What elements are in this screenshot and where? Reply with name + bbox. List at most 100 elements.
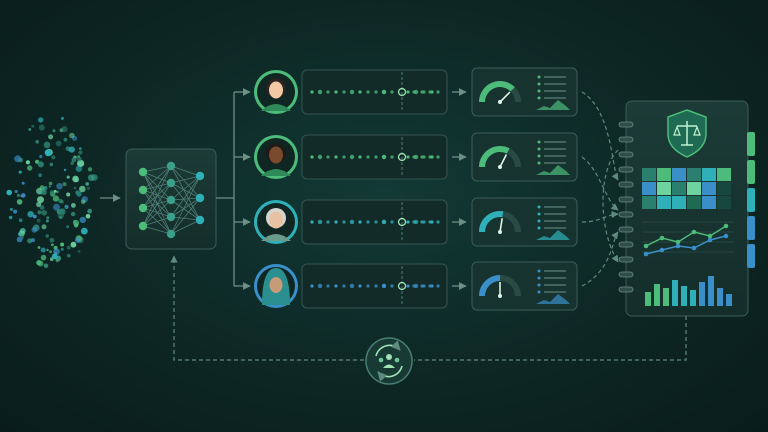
trend-point bbox=[723, 233, 729, 239]
token-dot bbox=[310, 155, 314, 159]
gauge-hub bbox=[498, 230, 502, 234]
nn-node bbox=[138, 221, 148, 231]
data-point bbox=[60, 116, 64, 120]
nn-node bbox=[195, 171, 205, 181]
audit-report-panel bbox=[618, 100, 755, 317]
binder-ring bbox=[618, 136, 634, 143]
data-point bbox=[86, 186, 91, 190]
data-point bbox=[76, 156, 82, 162]
nn-edge bbox=[170, 165, 201, 199]
data-point bbox=[51, 253, 58, 260]
data-point bbox=[21, 193, 26, 198]
binder-ring bbox=[618, 166, 634, 173]
nn-edge bbox=[142, 182, 172, 227]
binder-ring bbox=[618, 226, 634, 233]
data-point bbox=[55, 140, 62, 147]
legend-bullet bbox=[537, 205, 541, 209]
binder-ring bbox=[618, 121, 634, 128]
data-point bbox=[49, 190, 55, 195]
data-point bbox=[44, 149, 52, 157]
report-tab bbox=[747, 132, 755, 156]
data-point bbox=[41, 189, 47, 195]
data-point-cloud bbox=[6, 116, 98, 269]
gauge-hub bbox=[498, 165, 502, 169]
trend-point bbox=[723, 223, 729, 229]
nn-node bbox=[166, 178, 176, 188]
data-point bbox=[51, 155, 56, 160]
heatmap-cell bbox=[687, 196, 701, 209]
data-point bbox=[41, 224, 47, 230]
data-point bbox=[49, 162, 54, 167]
token-dot bbox=[310, 90, 314, 94]
data-point bbox=[87, 167, 93, 172]
data-point bbox=[73, 186, 77, 190]
trend-point bbox=[675, 239, 681, 245]
token-dot bbox=[349, 219, 355, 225]
data-point bbox=[16, 193, 20, 197]
token-dot bbox=[428, 155, 432, 159]
binder-ring bbox=[618, 196, 634, 203]
heatmap-cell bbox=[642, 182, 656, 195]
branch-connectors bbox=[216, 88, 251, 290]
token-marker bbox=[397, 152, 407, 162]
data-point bbox=[63, 137, 68, 142]
bar bbox=[708, 276, 714, 306]
report-tab bbox=[747, 188, 755, 212]
token-marker bbox=[397, 281, 407, 291]
binder-ring bbox=[618, 211, 634, 218]
shoulders bbox=[261, 104, 291, 111]
nn-edge bbox=[170, 182, 201, 221]
heatmap-cell bbox=[687, 182, 701, 195]
data-point bbox=[37, 210, 42, 215]
legend-bullet bbox=[537, 89, 541, 93]
data-point bbox=[21, 181, 25, 185]
data-point bbox=[45, 234, 49, 238]
token-dot bbox=[366, 220, 370, 224]
token-dot bbox=[374, 155, 378, 159]
data-point bbox=[80, 199, 86, 204]
trend-point bbox=[643, 251, 649, 257]
token-dot bbox=[317, 219, 323, 225]
token-dot bbox=[406, 220, 410, 224]
token-dot bbox=[342, 284, 346, 288]
legend-bullet bbox=[537, 226, 541, 230]
trend-point bbox=[643, 243, 649, 249]
mini-area-chart bbox=[536, 294, 570, 304]
data-point bbox=[56, 183, 63, 190]
trend-point bbox=[707, 233, 713, 239]
data-point bbox=[71, 157, 77, 163]
nn-node bbox=[138, 203, 148, 213]
nn-edge bbox=[142, 216, 172, 227]
token-dot bbox=[436, 90, 440, 94]
legend-bullet bbox=[537, 154, 541, 158]
heatmap-cell bbox=[687, 168, 701, 181]
mini-area-chart bbox=[536, 100, 570, 110]
data-point bbox=[66, 175, 70, 179]
token-dot bbox=[428, 90, 432, 94]
data-point bbox=[39, 185, 45, 190]
bar bbox=[699, 282, 705, 306]
token-dot bbox=[358, 90, 362, 94]
token-dot bbox=[358, 284, 362, 288]
token-dot bbox=[412, 284, 416, 288]
legend-bullet bbox=[537, 290, 541, 294]
bar bbox=[726, 294, 732, 306]
legend-bullet bbox=[537, 283, 541, 287]
data-point bbox=[62, 182, 67, 187]
heatmap-cell bbox=[672, 196, 686, 209]
token-dot bbox=[366, 284, 370, 288]
binder-ring bbox=[618, 256, 634, 263]
token-dot bbox=[310, 220, 314, 224]
token-dot bbox=[358, 155, 362, 159]
data-point bbox=[49, 237, 55, 243]
bar bbox=[690, 290, 696, 306]
legend-bullet bbox=[537, 82, 541, 86]
heatmap-cell bbox=[717, 196, 731, 209]
trend-line bbox=[645, 235, 727, 255]
gauge-needle bbox=[499, 218, 503, 233]
data-point bbox=[77, 159, 85, 167]
data-point bbox=[66, 245, 71, 250]
data-point bbox=[31, 227, 38, 233]
token-dot bbox=[390, 284, 394, 288]
data-point bbox=[60, 242, 65, 247]
